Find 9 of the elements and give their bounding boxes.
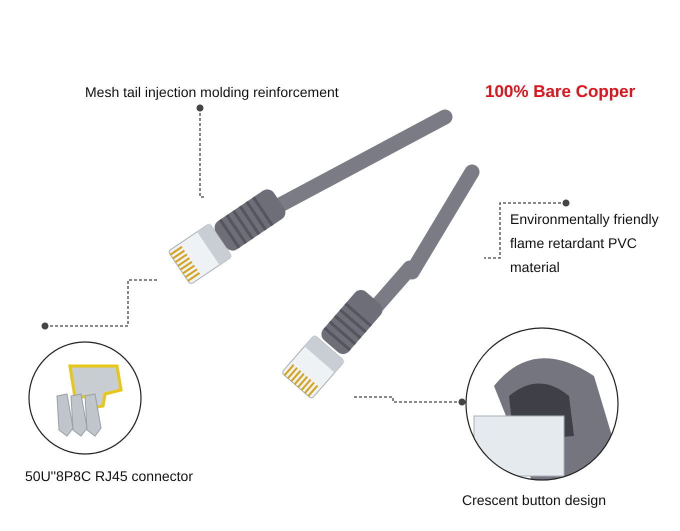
headline-label: 100% Bare Copper <box>485 82 636 102</box>
callout-text: Crescent button design <box>462 491 606 510</box>
leader-line <box>42 279 158 330</box>
leader-line <box>484 200 570 259</box>
leader-line <box>353 396 466 406</box>
leader-line <box>196 104 205 198</box>
callout-text: Environmentally friendly flame retardant PVC material <box>510 207 675 279</box>
callout-text: Mesh tail injection molding reinforcement <box>85 80 365 106</box>
callout-text: 50U''8P8C RJ45 connector <box>25 467 193 486</box>
